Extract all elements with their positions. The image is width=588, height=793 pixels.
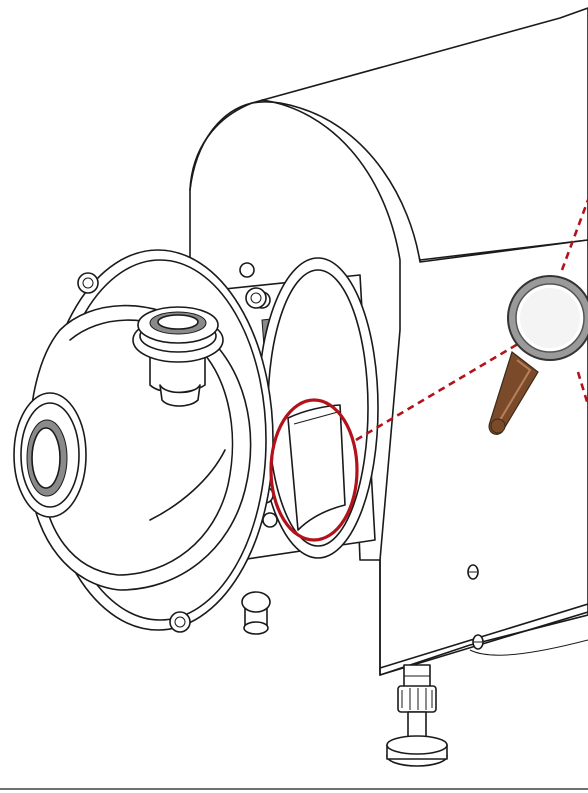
callout-line-upper xyxy=(560,199,588,271)
pump-casing xyxy=(13,249,274,635)
support-leg xyxy=(386,664,448,767)
discharge-outlet xyxy=(132,306,224,407)
magnifier-icon xyxy=(488,275,588,435)
nameplate-highlight xyxy=(269,398,359,542)
callout-line-nameplate xyxy=(355,336,529,442)
suction-inlet xyxy=(13,392,87,518)
drain-boss xyxy=(241,591,271,635)
motor-housing xyxy=(189,7,588,676)
nameplate xyxy=(287,404,346,531)
callout-line-lower xyxy=(576,371,588,406)
